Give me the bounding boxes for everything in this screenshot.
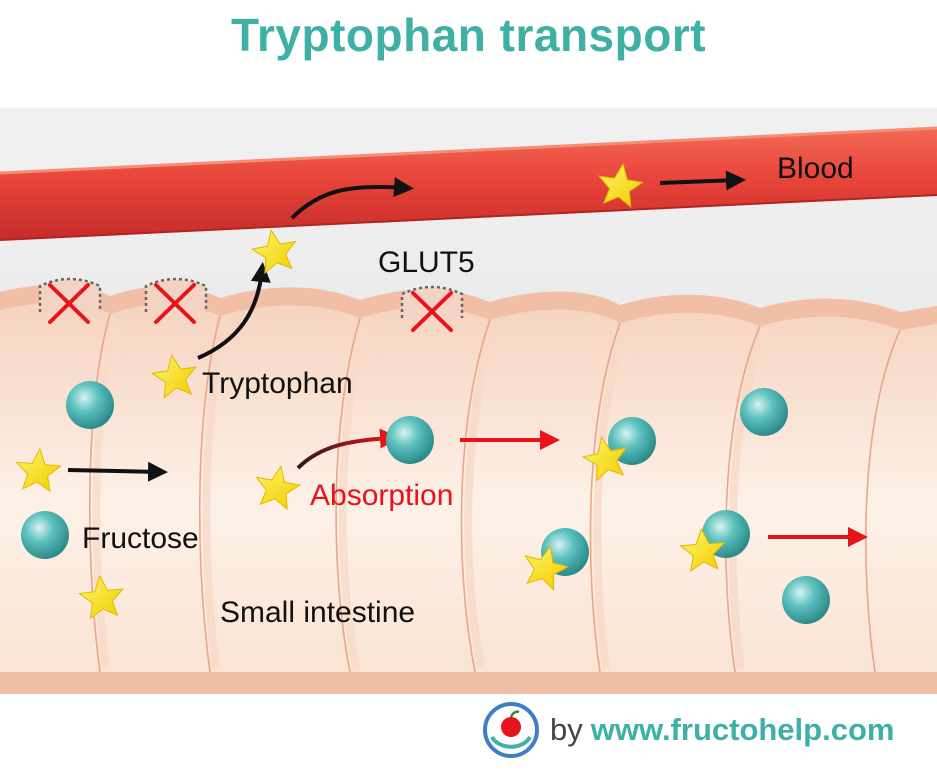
- fructohelp-logo: [483, 702, 539, 758]
- blood-label: Blood: [777, 152, 854, 185]
- star-icon: [250, 229, 297, 275]
- star-icon: [679, 527, 726, 572]
- sphere-icon: [740, 388, 788, 436]
- red-x-icon: [411, 291, 453, 332]
- tryptophan-exit-arrow: [197, 262, 271, 360]
- red-x-icon: [48, 283, 90, 324]
- star-icon: [15, 447, 62, 493]
- blood-vessel: [0, 126, 937, 241]
- sphere-icon: [66, 381, 114, 429]
- star-icon: [255, 465, 302, 511]
- star-icon: [524, 545, 570, 591]
- small-intestine-label: Small intestine: [220, 596, 415, 629]
- blocked-transporter-1: [38, 277, 102, 324]
- footer-by: by: [550, 712, 583, 747]
- blocked-transporter-2: [144, 277, 208, 324]
- fructose-label: Fructose: [82, 522, 199, 555]
- tryptophan-label: Tryptophan: [202, 367, 353, 400]
- glut5-label: GLUT5: [378, 246, 475, 279]
- sphere-icon: [386, 416, 434, 464]
- footer-website-link[interactable]: www.fructohelp.com: [590, 712, 895, 747]
- sphere-icon: [782, 576, 830, 624]
- star-icon: [150, 353, 198, 399]
- star-icon: [78, 574, 125, 620]
- tryptophan-into-blood-arrow: [290, 177, 414, 220]
- fructose-inflow-arrow: [67, 461, 168, 482]
- page-title: Tryptophan transport: [230, 9, 707, 61]
- tryptophan-stars: [15, 162, 726, 620]
- blood-flow-arrow: [659, 170, 746, 191]
- absorption-label: Absorption: [310, 479, 453, 512]
- star-icon: [581, 436, 628, 482]
- star-icon: [597, 162, 645, 208]
- fructose-spheres: [21, 381, 830, 624]
- red-x-icon: [154, 283, 196, 324]
- sphere-icon: [21, 511, 69, 559]
- absorption-arrow: [296, 428, 400, 470]
- footer-credit: by www.fructohelp.com: [482, 700, 894, 760]
- small-intestine-body: [0, 284, 937, 694]
- blocked-transporter-3: [400, 285, 464, 332]
